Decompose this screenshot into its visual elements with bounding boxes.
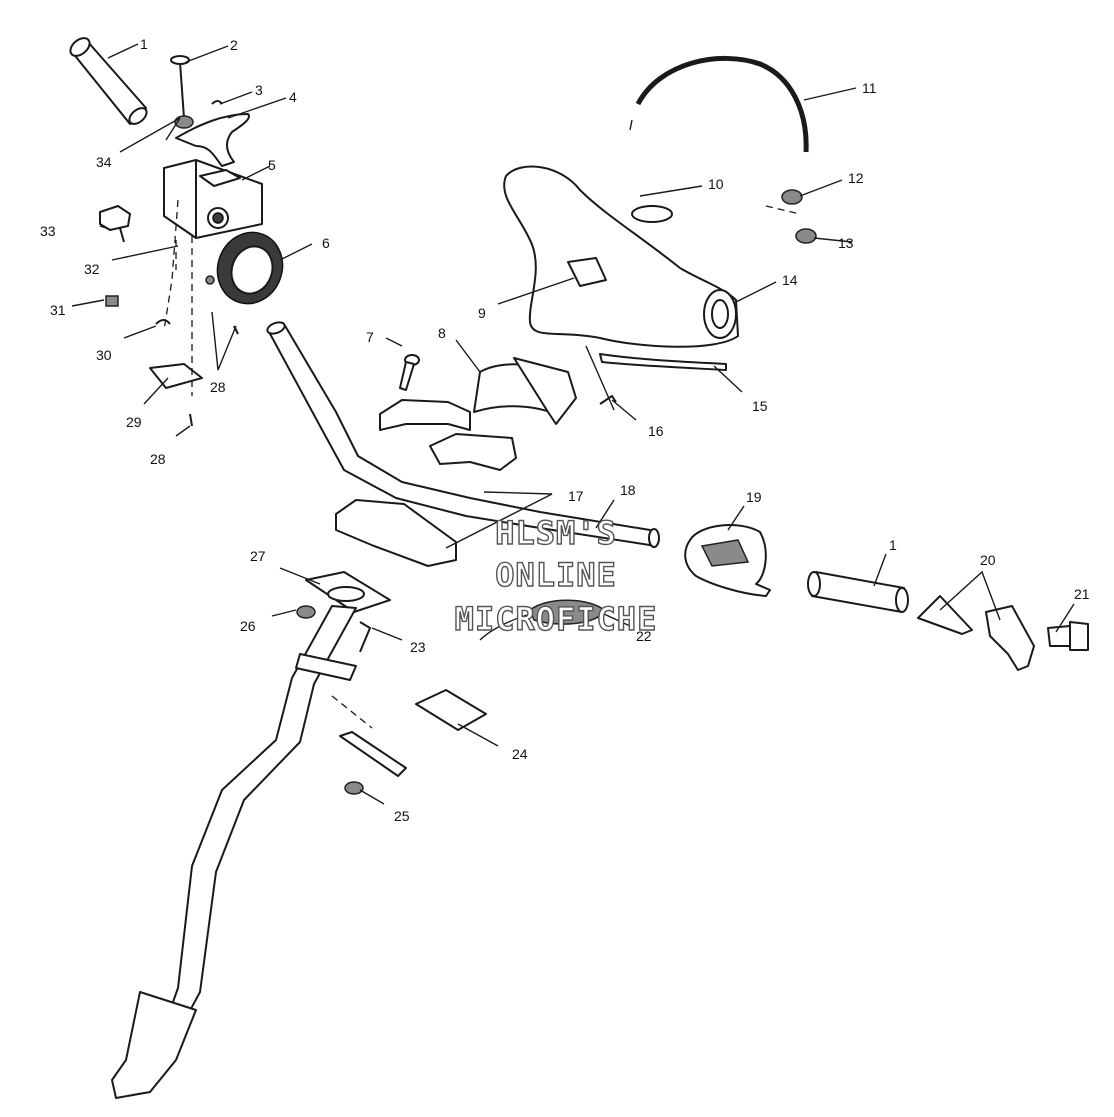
- nut-13-part: [795, 228, 817, 244]
- watermark-line-3: MICROFICHE: [455, 600, 658, 638]
- callout-21: 21: [1074, 586, 1090, 602]
- callout-16: 16: [648, 423, 664, 439]
- callout-14: 14: [782, 272, 798, 288]
- callout-17: 17: [568, 488, 584, 504]
- nut-part: [105, 295, 119, 307]
- plate-part: [149, 363, 203, 389]
- end-cap-part: [917, 595, 973, 635]
- callout-27: 27: [250, 548, 266, 564]
- nut-12-part: [781, 189, 803, 205]
- callout-1: 1: [140, 36, 148, 52]
- rod-part: [339, 731, 407, 777]
- callout-12: 12: [848, 170, 864, 186]
- callout-9: 9: [478, 305, 486, 321]
- callout-24: 24: [512, 746, 528, 762]
- cable-part: [635, 56, 809, 153]
- right-grip-part: [807, 571, 909, 613]
- watermark-line-1: HLSM'S: [495, 514, 617, 552]
- support-plate-part: [415, 689, 487, 731]
- callout-28-upper: 28: [210, 379, 226, 395]
- upper-clamp-part: [379, 399, 471, 431]
- handlebar-pad-part: [503, 165, 739, 348]
- end-bolt-part: [1047, 621, 1089, 651]
- lower-clamp-part: [335, 499, 457, 567]
- throttle-cover-part: [216, 231, 284, 305]
- callout-5: 5: [268, 157, 276, 173]
- callout-26: 26: [240, 618, 256, 634]
- callout-31: 31: [50, 302, 66, 318]
- callout-1-right: 1: [889, 537, 897, 553]
- callout-32: 32: [84, 261, 100, 277]
- callout-10: 10: [708, 176, 724, 192]
- callout-11: 11: [862, 80, 877, 96]
- callout-19: 19: [746, 489, 762, 505]
- callout-2: 2: [230, 37, 238, 53]
- callout-29: 29: [126, 414, 142, 430]
- control-housing-part: [684, 524, 771, 597]
- watermark: HLSM'S ONLINE MICROFICHE: [454, 513, 658, 638]
- post-bracket-part: [111, 991, 197, 1099]
- callout-6: 6: [322, 235, 330, 251]
- callout-4: 4: [289, 89, 297, 105]
- flange-nut-part: [296, 605, 316, 619]
- lever-part: [175, 113, 250, 167]
- callout-18: 18: [620, 482, 636, 498]
- callout-22: 22: [636, 628, 652, 644]
- grip-part: [69, 37, 148, 125]
- clamp-bolt-part: [399, 354, 420, 391]
- watermark-line-2: ONLINE: [495, 556, 617, 594]
- callout-13: 13: [838, 235, 854, 251]
- handlebar-part: [266, 321, 660, 548]
- trim-part: [599, 353, 727, 371]
- callout-33: 33: [40, 223, 56, 239]
- callout-7: 7: [366, 329, 374, 345]
- callout-25: 25: [394, 808, 410, 824]
- callout-20: 20: [980, 552, 996, 568]
- gauge-bracket-part: [473, 357, 577, 425]
- switch-part: [99, 205, 131, 231]
- harness-part: [529, 599, 605, 625]
- callout-23: 23: [410, 639, 426, 655]
- callout-30: 30: [96, 347, 112, 363]
- callout-8: 8: [438, 325, 446, 341]
- callout-3: 3: [255, 82, 263, 98]
- bolt-part: [170, 55, 194, 129]
- e-clip-part: [155, 319, 171, 325]
- housing-part: [163, 159, 263, 239]
- cap-part: [631, 205, 673, 223]
- callout-15: 15: [752, 398, 768, 414]
- callout-34: 34: [96, 154, 112, 170]
- callout-28-lower: 28: [150, 451, 166, 467]
